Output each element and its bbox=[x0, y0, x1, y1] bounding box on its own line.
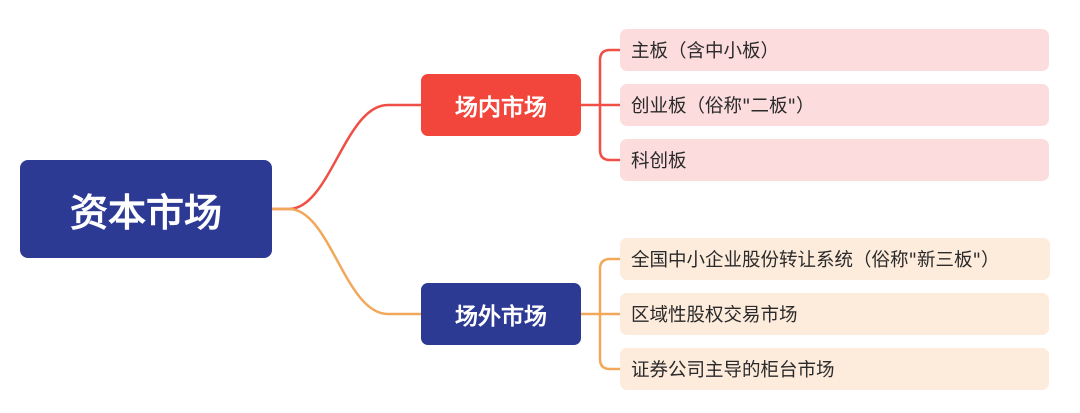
branch-node-outer-market: 场外市场 bbox=[421, 283, 581, 345]
leaf-label: 创业板（俗称"二板"） bbox=[631, 96, 815, 117]
leaf-node-star-market: 科创板 bbox=[620, 139, 1049, 181]
branch-label-outer-market: 场外市场 bbox=[455, 304, 547, 330]
connector-root-to-inner bbox=[272, 103, 421, 211]
leaf-node-chinext: 创业板（俗称"二板"） bbox=[620, 84, 1049, 126]
leaf-label: 科创板 bbox=[631, 151, 687, 172]
connector-root-to-outer bbox=[272, 207, 421, 316]
leaf-label: 证券公司主导的柜台市场 bbox=[631, 360, 835, 381]
leaf-node-otc-counter: 证券公司主导的柜台市场 bbox=[620, 348, 1049, 390]
root-label: 资本市场 bbox=[69, 190, 222, 235]
branch-label-inner-market: 场内市场 bbox=[455, 95, 547, 121]
leaf-label: 全国中小企业股份转让系统（俗称"新三板"） bbox=[631, 250, 1000, 271]
leaf-label: 主板（含中小板） bbox=[631, 41, 780, 62]
branch-node-inner-market: 场内市场 bbox=[421, 74, 581, 136]
leaf-node-main-board: 主板（含中小板） bbox=[620, 29, 1049, 71]
leaf-node-regional-equity: 区域性股权交易市场 bbox=[620, 293, 1049, 335]
leaf-label: 区域性股权交易市场 bbox=[631, 305, 798, 326]
leaf-node-neeq: 全国中小企业股份转让系统（俗称"新三板"） bbox=[620, 238, 1050, 280]
connector-inner-to-leaves bbox=[581, 48, 620, 162]
connector-outer-to-leaves bbox=[581, 257, 620, 371]
root-node: 资本市场 bbox=[20, 160, 272, 258]
